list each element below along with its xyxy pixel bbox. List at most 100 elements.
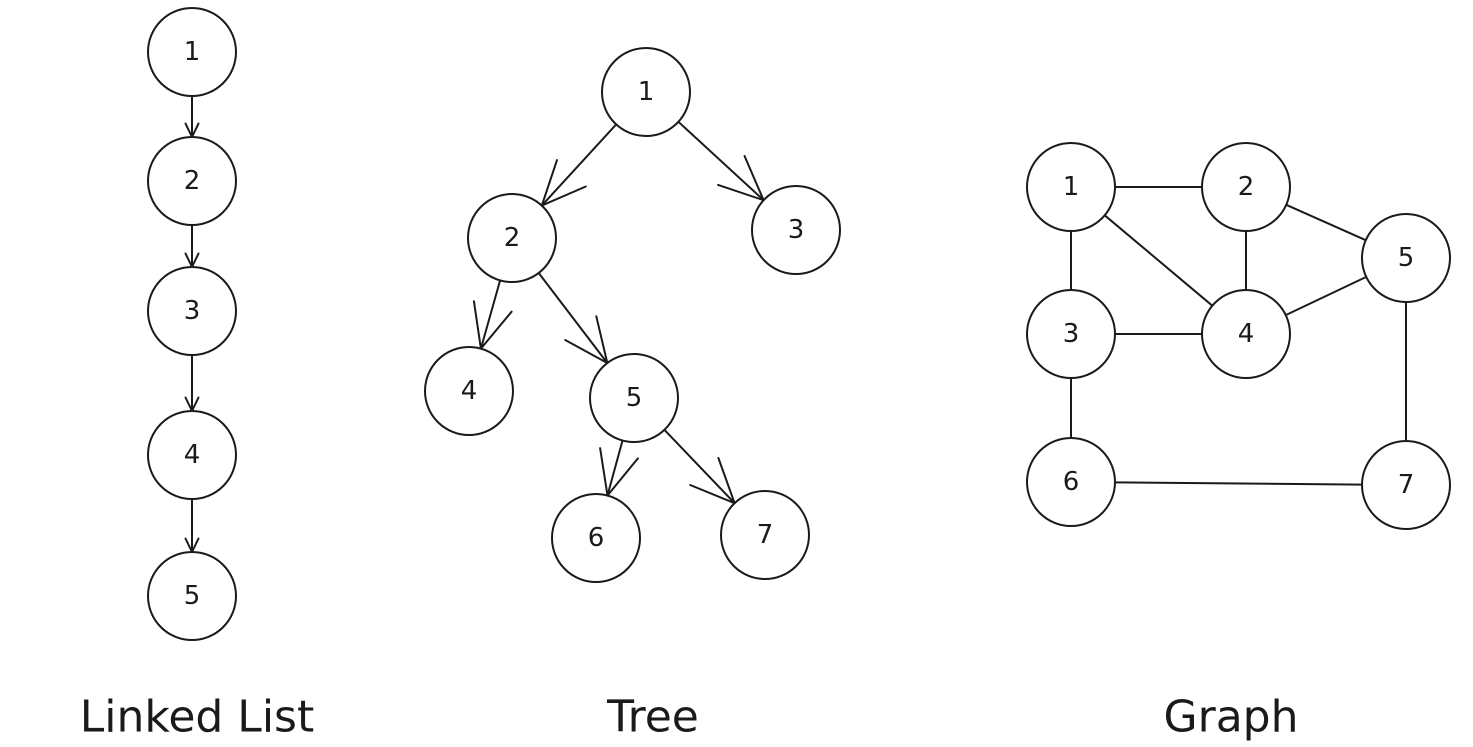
graph-node-label-2: 2 xyxy=(1238,172,1255,202)
linked-list-node-5: 5 xyxy=(147,551,237,641)
linked-list-arrowhead-2-3-2 xyxy=(191,252,200,268)
graph-node-3: 3 xyxy=(1026,289,1116,379)
tree-node-6: 6 xyxy=(551,493,641,583)
tree-node-circle-2 xyxy=(467,193,557,283)
tree-node-label-5: 5 xyxy=(626,383,643,413)
linked-list-arrowhead-1-2-1 xyxy=(184,122,193,138)
graph-node-label-4: 4 xyxy=(1238,319,1255,349)
tree-edge-line-5-7 xyxy=(663,428,736,505)
graph-node-2: 2 xyxy=(1201,142,1291,232)
linked-list-edge-2-3 xyxy=(184,224,200,268)
tree-arrowhead-1-2-1 xyxy=(540,159,558,207)
tree-arrowhead-1-3-2 xyxy=(743,155,765,202)
tree-node-label-3: 3 xyxy=(788,215,805,245)
tree-arrowhead-2-4-2 xyxy=(479,310,513,350)
tree-node-label-4: 4 xyxy=(461,376,478,406)
graph-node-circle-3 xyxy=(1026,289,1116,379)
tree-edge-line-2-4 xyxy=(479,279,502,350)
tree-edge-2-5 xyxy=(537,272,609,364)
linked-list-node-circle-3 xyxy=(147,266,237,356)
linked-list-node-4: 4 xyxy=(147,410,237,500)
tree-node-5: 5 xyxy=(589,353,679,443)
graph-edge-line-2-5 xyxy=(1285,203,1367,242)
linked-list-arrowhead-2-3-1 xyxy=(184,252,193,268)
tree-node-circle-3 xyxy=(751,185,841,275)
tree-node-label-2: 2 xyxy=(504,223,521,253)
graph-node-circle-1 xyxy=(1026,142,1116,232)
graph-edge-line-6-7 xyxy=(1114,481,1363,486)
linked-list-arrowhead-1-2-2 xyxy=(191,122,200,138)
tree-node-2: 2 xyxy=(467,193,557,283)
linked-list-node-3: 3 xyxy=(147,266,237,356)
linked-list-caption: Linked List xyxy=(80,692,314,743)
tree-node-label-7: 7 xyxy=(757,520,774,550)
linked-list-edge-3-4 xyxy=(184,354,200,412)
graph-node-4: 4 xyxy=(1201,289,1291,379)
graph-node-label-5: 5 xyxy=(1398,243,1415,273)
tree-arrowhead-2-5-1 xyxy=(564,339,609,364)
graph-edge-2-5 xyxy=(1285,203,1367,242)
linked-list-node-label-1: 1 xyxy=(184,37,201,67)
tree-arrowhead-1-2-2 xyxy=(540,185,587,207)
graph-caption: Graph xyxy=(1164,692,1299,743)
graph-node-circle-5 xyxy=(1361,213,1451,303)
linked-list-arrowhead-4-5-2 xyxy=(191,537,200,553)
graph-edge-line-4-5 xyxy=(1284,275,1368,317)
graph-node-label-7: 7 xyxy=(1398,470,1415,500)
tree-arrowhead-2-4-1 xyxy=(472,300,482,350)
tree-node-7: 7 xyxy=(720,490,810,580)
linked-list-edge-1-2 xyxy=(184,95,200,138)
tree-edge-5-7 xyxy=(663,428,736,505)
linked-list-arrowhead-4-5-1 xyxy=(184,537,193,553)
tree-arrowhead-5-6-2 xyxy=(606,457,639,497)
edges-layer xyxy=(184,95,1407,553)
graph-node-circle-6 xyxy=(1026,437,1116,527)
tree-edge-5-6 xyxy=(599,439,639,497)
tree-node-3: 3 xyxy=(751,185,841,275)
graph-node-label-6: 6 xyxy=(1063,467,1080,497)
nodes-layer: 1 2 3 4 5 1 2 3 4 5 6 7 1 2 3 4 5 6 7 xyxy=(147,7,1451,641)
graph-node-6: 6 xyxy=(1026,437,1116,527)
linked-list-node-label-5: 5 xyxy=(184,581,201,611)
tree-caption: Tree xyxy=(606,692,699,743)
tree-edge-2-4 xyxy=(472,279,513,350)
tree-edge-line-5-6 xyxy=(606,439,624,497)
linked-list-node-circle-4 xyxy=(147,410,237,500)
linked-list-node-2: 2 xyxy=(147,136,237,226)
tree-node-circle-1 xyxy=(601,47,691,137)
tree-node-label-1: 1 xyxy=(638,77,655,107)
graph-node-7: 7 xyxy=(1361,440,1451,530)
linked-list-node-label-2: 2 xyxy=(184,166,201,196)
graph-node-circle-7 xyxy=(1361,440,1451,530)
tree-node-circle-5 xyxy=(589,353,679,443)
tree-node-4: 4 xyxy=(424,346,514,436)
tree-arrowhead-1-3-1 xyxy=(717,183,765,202)
graph-node-5: 5 xyxy=(1361,213,1451,303)
linked-list-node-label-4: 4 xyxy=(184,440,201,470)
tree-arrowhead-5-7-2 xyxy=(717,457,736,505)
linked-list-arrowhead-3-4-1 xyxy=(184,396,193,412)
tree-arrowhead-2-5-2 xyxy=(595,315,609,364)
tree-node-circle-4 xyxy=(424,346,514,436)
tree-edge-1-2 xyxy=(540,123,618,207)
graph-node-1: 1 xyxy=(1026,142,1116,232)
linked-list-arrowhead-3-4-2 xyxy=(191,396,200,412)
linked-list-node-circle-1 xyxy=(147,7,237,97)
tree-edge-line-1-3 xyxy=(677,120,765,202)
graph-edge-6-7 xyxy=(1114,481,1363,486)
tree-node-label-6: 6 xyxy=(588,523,605,553)
tree-node-1: 1 xyxy=(601,47,691,137)
tree-edge-line-2-5 xyxy=(537,272,609,364)
graph-node-label-1: 1 xyxy=(1063,172,1080,202)
graph-edge-line-1-4 xyxy=(1103,214,1214,307)
graph-node-circle-2 xyxy=(1201,142,1291,232)
linked-list-node-label-3: 3 xyxy=(184,296,201,326)
linked-list-edge-4-5 xyxy=(184,498,200,553)
graph-node-label-3: 3 xyxy=(1063,319,1080,349)
tree-node-circle-7 xyxy=(720,490,810,580)
tree-arrowhead-5-6-1 xyxy=(599,447,609,497)
tree-edge-line-1-2 xyxy=(540,123,618,207)
linked-list-node-circle-2 xyxy=(147,136,237,226)
linked-list-node-1: 1 xyxy=(147,7,237,97)
